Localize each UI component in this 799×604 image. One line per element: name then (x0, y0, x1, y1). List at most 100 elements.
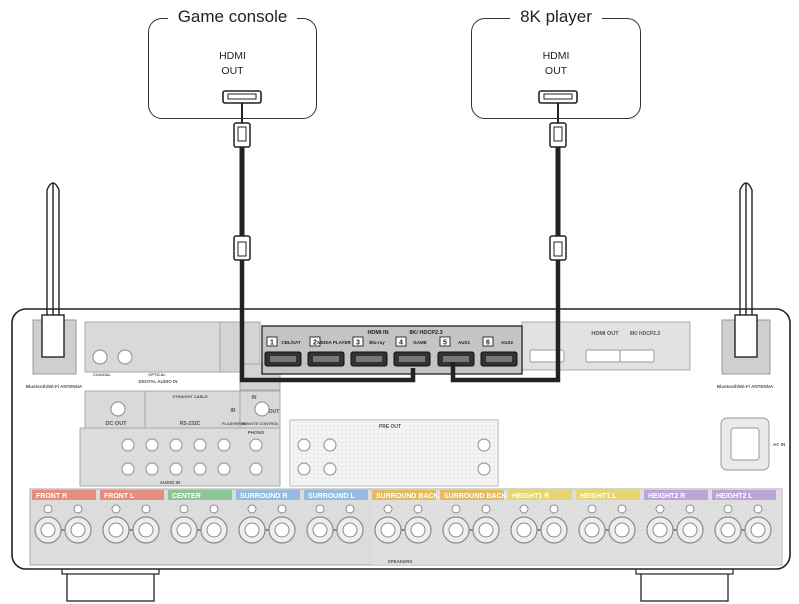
pre-out-label: PRE OUT (379, 424, 401, 430)
speaker-terminal-center (750, 522, 766, 538)
speaker-polarity-mark (43, 504, 53, 514)
hdmi-in-number: 6 (486, 340, 490, 347)
speaker-label: HEIGHT2 L (716, 493, 753, 500)
speaker-terminal-center (70, 522, 86, 538)
hdmi-socket-inner (356, 356, 382, 362)
speaker-label: CENTER (172, 493, 201, 500)
hdmi-in-label: Blu-ray (369, 340, 385, 345)
speaker-label: HEIGHT2 R (648, 493, 685, 500)
speaker-polarity-mark (413, 504, 423, 514)
hdmi-in-number: 2 (313, 340, 317, 347)
speaker-terminal-group: HEIGHT2 L (712, 490, 776, 544)
hdmi-in-port-5: 5 AUX1 (437, 336, 475, 367)
speaker-terminal-center (448, 522, 464, 538)
speaker-terminal-center (274, 522, 290, 538)
hdmi-in-port-1: 1 CBL/SAT (264, 336, 302, 367)
speaker-terminal-center (342, 522, 358, 538)
speaker-label: SURROUND R (240, 493, 287, 500)
antenna-right (734, 182, 758, 358)
hdmi-in-title: HDMI IN (367, 330, 388, 336)
game-console-title: Game console (167, 7, 298, 26)
hdmi-in-port-4: 4 GAME (393, 336, 431, 367)
flasher-in-label: FLASHER IN (222, 421, 246, 426)
speaker-terminal-center (516, 522, 532, 538)
hdmi-out-subtitle: 8K/ HDCP2.3 (630, 331, 661, 337)
speaker-terminal-group: HEIGHT1 L (576, 490, 640, 544)
speaker-label-bar (508, 490, 572, 500)
remote-in-label: IN (252, 395, 257, 401)
hdmi-out-title: HDMI OUT (591, 331, 619, 337)
player-8k-port-line1: HDMI (542, 50, 570, 62)
game-console-port-line1: HDMI (219, 50, 246, 62)
speaker-label: FRONT R (36, 493, 67, 500)
speaker-terminal-group: HEIGHT2 R (644, 490, 708, 544)
speaker-polarity-mark (73, 504, 83, 514)
speaker-terminal-center (614, 522, 630, 538)
game-console-hdmi-port (222, 90, 262, 104)
coaxial-label: COAXIAL (93, 372, 112, 377)
speaker-terminal-center (244, 522, 260, 538)
player-8k-hdmi-port (538, 90, 578, 104)
phono-label: PHONO (248, 430, 265, 435)
speaker-polarity-mark (277, 504, 287, 514)
speaker-terminal-center (138, 522, 154, 538)
speaker-terminal-center (478, 522, 494, 538)
speaker-terminal-center (206, 522, 222, 538)
rs232c-label: RS-232C (180, 421, 201, 427)
speaker-polarity-mark (723, 504, 733, 514)
speaker-terminal-group: HEIGHT1 R (508, 490, 572, 544)
hdmi-in-number: 1 (270, 340, 274, 347)
ir-label: IR (231, 408, 236, 414)
dc-out-label: DC OUT (105, 421, 127, 427)
speaker-polarity-mark (451, 504, 461, 514)
speaker-polarity-mark (179, 504, 189, 514)
speaker-label: SURROUND BACK R (376, 493, 446, 500)
speaker-terminal-group: SURROUND BACK R (372, 490, 446, 544)
player-8k-port-line2: OUT (544, 65, 568, 77)
hdmi-cable-game-console (233, 103, 416, 383)
remote-out-label: OUT (269, 409, 280, 415)
speaker-terminal-group: FRONT R (32, 490, 96, 544)
speaker-polarity-mark (247, 504, 257, 514)
speaker-polarity-mark (587, 504, 597, 514)
digital-audio-in-label: DIGITAL AUDIO IN (139, 379, 178, 384)
speaker-terminal-group: SURROUND BACK L (440, 490, 514, 544)
speaker-terminal-center (584, 522, 600, 538)
hdmi-in-number: 4 (399, 340, 403, 347)
speaker-polarity-mark (655, 504, 665, 514)
hdmi-in-port-6: 6 AUX2 (480, 336, 518, 367)
speaker-label-bar (440, 490, 504, 500)
hdmi-in-label: CBL/SAT (281, 340, 300, 345)
straight-cable-label: STRAIGHT CABLE (172, 394, 208, 399)
speaker-terminal-group: CENTER (168, 490, 232, 544)
game-console-port-line2: OUT (221, 65, 244, 77)
speaker-terminal-group: SURROUND R (236, 490, 300, 544)
speaker-label-bar (168, 490, 232, 500)
speaker-terminal-group: FRONT L (100, 490, 164, 544)
antenna-left-label: Bluetooth/Wi-Fi ANTENNA (26, 384, 83, 389)
speaker-label-bar (576, 490, 640, 500)
hdmi-in-subtitle: 8K/ HDCP2.3 (409, 330, 442, 336)
antenna-right-label: Bluetooth/Wi-Fi ANTENNA (717, 384, 774, 389)
player-8k-title: 8K player (510, 7, 602, 26)
speaker-polarity-mark (383, 504, 393, 514)
speaker-terminal-center (720, 522, 736, 538)
speaker-label: FRONT L (104, 493, 135, 500)
speaker-polarity-mark (481, 504, 491, 514)
hdmi-in-label: AUX2 (501, 340, 514, 345)
speaker-label-bar (372, 490, 436, 500)
receiver-hdmi-out-ports (529, 349, 655, 363)
hdmi-in-number: 5 (443, 340, 447, 347)
speaker-polarity-mark (111, 504, 121, 514)
speaker-terminal-center (380, 522, 396, 538)
speaker-polarity-mark (549, 504, 559, 514)
speaker-terminal-center (176, 522, 192, 538)
speaker-terminal-center (546, 522, 562, 538)
hdmi-in-label: GAME (413, 340, 427, 345)
hdmi-in-label: AUX1 (458, 340, 471, 345)
